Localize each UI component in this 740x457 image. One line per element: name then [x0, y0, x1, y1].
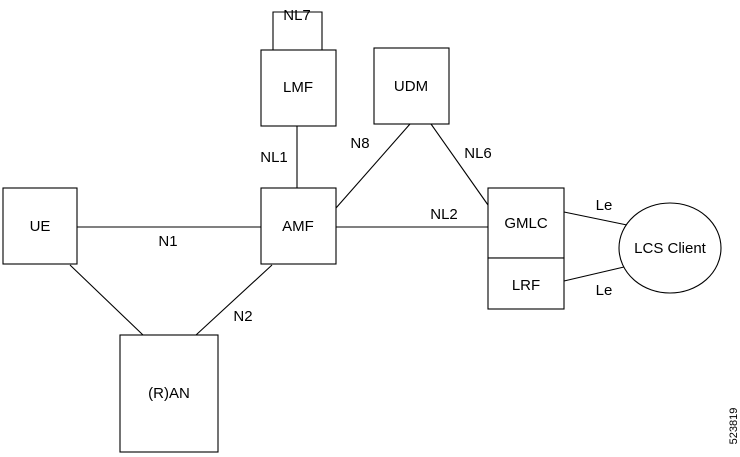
le-lower-label: Le	[596, 282, 613, 299]
lmf-box	[260, 49, 337, 127]
udm-box	[373, 47, 450, 125]
gmlc-label: GMLC	[504, 215, 548, 232]
lcs-client-label: LCS Client	[634, 240, 707, 257]
lrf-box	[487, 257, 565, 310]
ue-box	[2, 187, 78, 265]
amf-label: AMF	[282, 218, 314, 235]
ran-box	[119, 334, 219, 453]
nl1-label: NL1	[260, 149, 288, 166]
le-upper-label: Le	[596, 197, 613, 214]
figure-id: 523819	[728, 408, 740, 445]
amf-box	[260, 187, 337, 265]
n2-link	[195, 264, 273, 336]
n8-label: N8	[350, 135, 369, 152]
nl6-label: NL6	[464, 145, 492, 162]
ue-ran-link	[69, 264, 144, 336]
le-link-lower	[563, 266, 625, 282]
lrf-label: LRF	[512, 277, 540, 294]
nl7-loop	[272, 11, 323, 50]
n2-label: N2	[233, 308, 252, 325]
ran-label: (R)AN	[148, 385, 190, 402]
le-link-upper	[563, 211, 628, 226]
udm-label: UDM	[394, 78, 428, 95]
nl2-label: NL2	[430, 206, 458, 223]
lmf-label: LMF	[283, 79, 313, 96]
ue-label: UE	[30, 218, 51, 235]
lcs-client-ellipse	[618, 202, 722, 294]
nl7-label: NL7	[283, 7, 311, 24]
n1-label: N1	[158, 233, 177, 250]
n8-link	[335, 123, 411, 209]
nl6-link	[430, 123, 489, 206]
gmlc-box	[487, 187, 565, 259]
